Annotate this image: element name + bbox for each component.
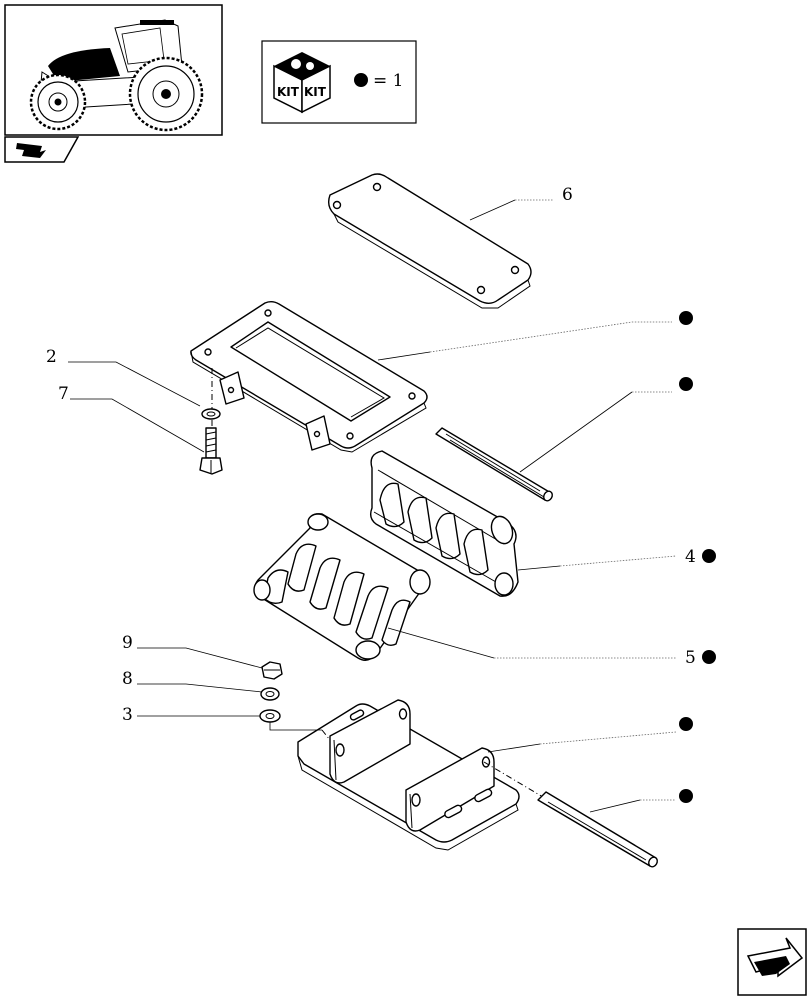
- part-8-lock-washer: [260, 687, 280, 701]
- next-page-arrow-icon[interactable]: [737, 928, 807, 996]
- kit-dot-lower-pin: [679, 789, 693, 803]
- callout-3: 3: [122, 705, 133, 725]
- kit-equals-text: = 1: [373, 71, 403, 91]
- part-5-hinge-half: [253, 513, 431, 661]
- kit-box-icon: KIT KIT: [273, 52, 331, 114]
- kit-dot-4: [702, 549, 716, 563]
- kit-dot-base-bracket: [679, 717, 693, 731]
- tractor-thumbnail: [4, 4, 223, 136]
- leader-lines: [68, 199, 677, 813]
- kit-legend: KIT KIT = 1: [261, 40, 417, 124]
- part-lower-pin: [537, 791, 658, 868]
- callout-7: 7: [58, 384, 69, 404]
- callout-5: 5: [685, 648, 696, 668]
- part-2-washer: [201, 408, 221, 420]
- kit-dot-upper-pin: [679, 377, 693, 391]
- part-9-nut: [261, 661, 283, 680]
- kit-text-right: KIT: [304, 85, 327, 99]
- kit-text-left: KIT: [277, 85, 300, 99]
- part-6-cover-plate: [327, 173, 532, 309]
- part-4-hinge-half: [369, 450, 519, 597]
- kit-dot-icon: [354, 73, 368, 87]
- callout-4: 4: [685, 547, 696, 567]
- part-3-washer: [259, 709, 281, 723]
- part-7-bolt: [199, 427, 223, 475]
- callout-6: 6: [562, 185, 573, 205]
- callout-2: 2: [46, 347, 57, 367]
- part-base-bracket: [297, 699, 520, 851]
- kit-dot-frame: [679, 311, 693, 325]
- section-tab-icon[interactable]: [4, 136, 80, 163]
- kit-dot-5: [702, 650, 716, 664]
- part-frame: [190, 301, 428, 453]
- callout-9: 9: [122, 633, 133, 653]
- part-upper-pin: [435, 427, 553, 502]
- callout-8: 8: [122, 669, 133, 689]
